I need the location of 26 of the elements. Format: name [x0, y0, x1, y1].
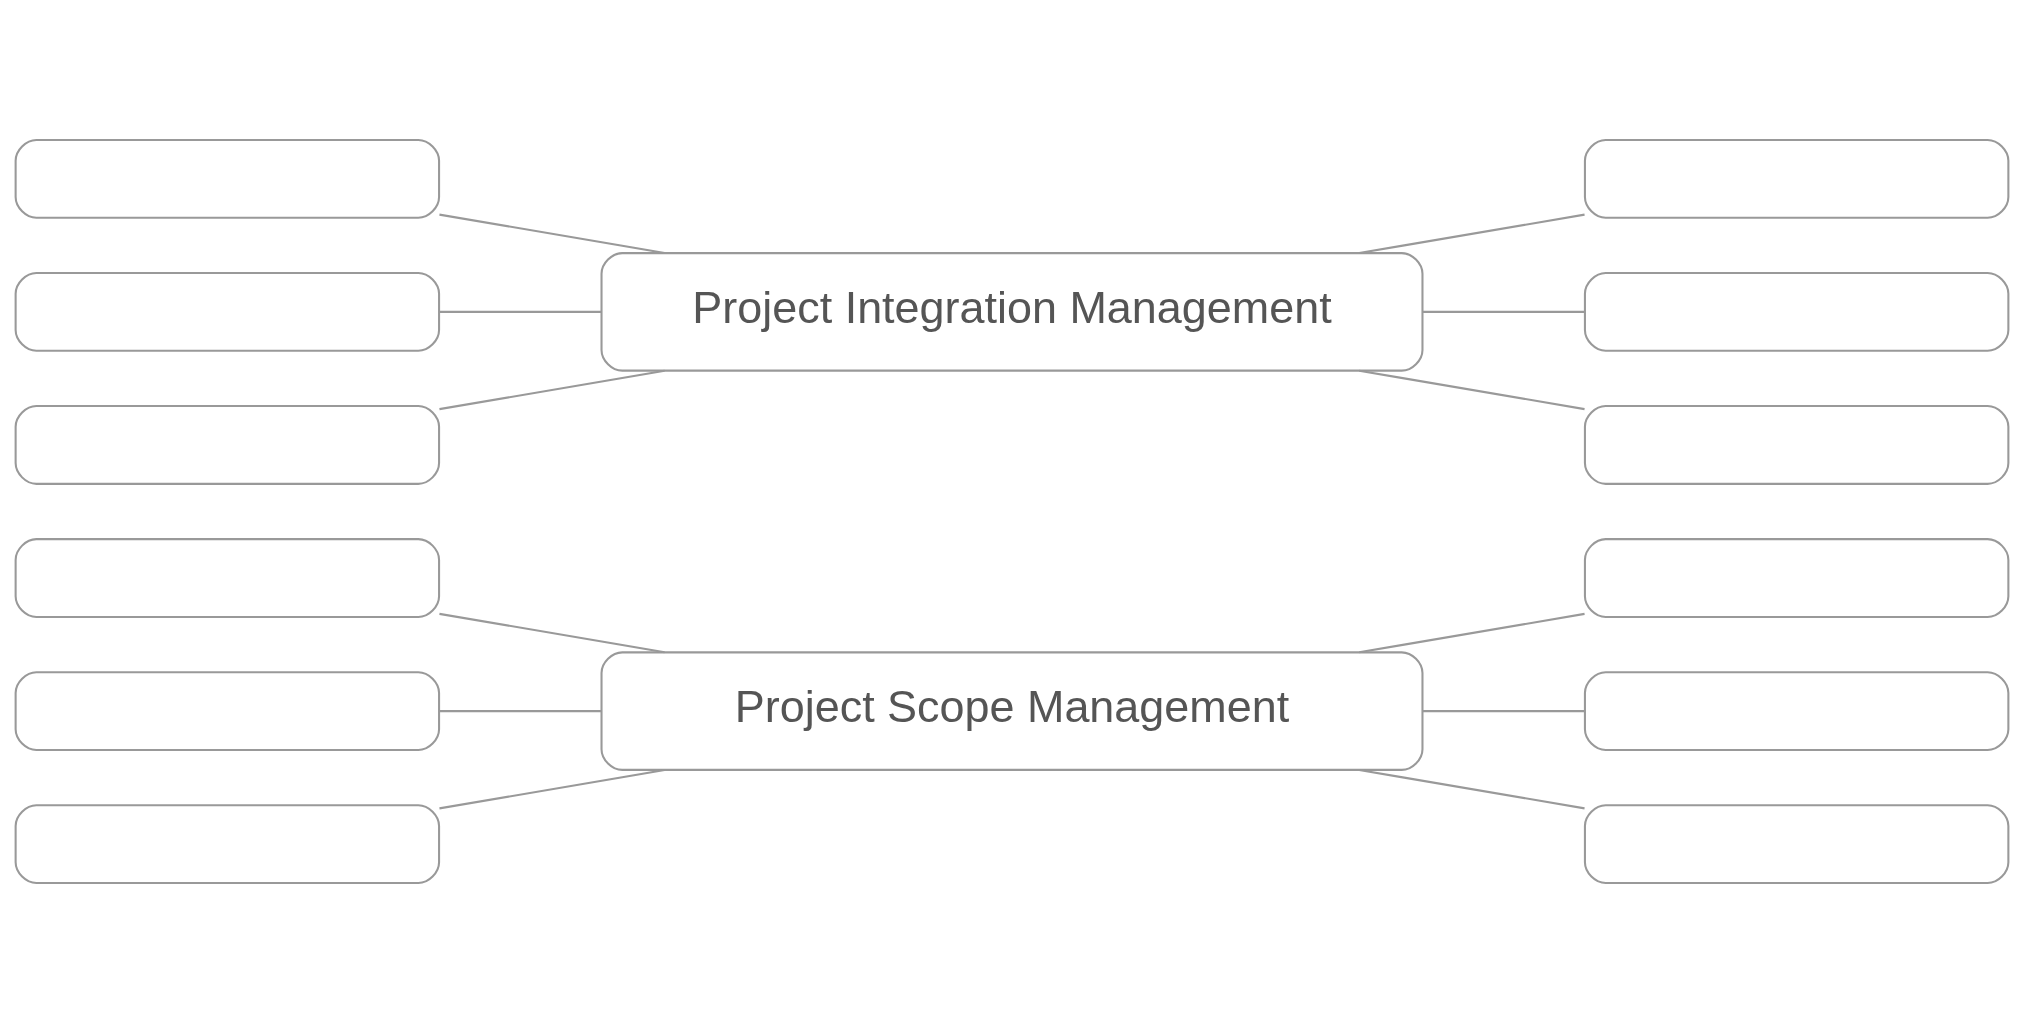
connector — [1359, 768, 1585, 810]
connector — [1359, 612, 1585, 654]
node-box — [14, 671, 441, 752]
node-box — [14, 405, 441, 485]
node-box — [14, 138, 441, 219]
node-box: Project Integration Management — [600, 252, 1424, 372]
node-box — [1583, 671, 2010, 752]
node-box — [1583, 138, 2010, 219]
node-box — [1583, 538, 2010, 618]
node-box: Project Scope Management — [600, 651, 1424, 771]
connector — [439, 612, 665, 654]
node-box — [1583, 804, 2010, 885]
node-box — [14, 538, 441, 618]
connector — [1422, 310, 1585, 313]
connector — [439, 710, 602, 713]
node-box — [1583, 271, 2010, 352]
connector — [439, 213, 665, 255]
connector — [439, 310, 602, 313]
node-box — [1583, 405, 2010, 485]
connector — [1422, 710, 1585, 713]
connector — [439, 768, 665, 810]
connector — [439, 369, 665, 411]
connector — [1359, 213, 1585, 255]
node-box — [14, 271, 441, 352]
connector — [1359, 369, 1585, 411]
node-box — [14, 804, 441, 885]
